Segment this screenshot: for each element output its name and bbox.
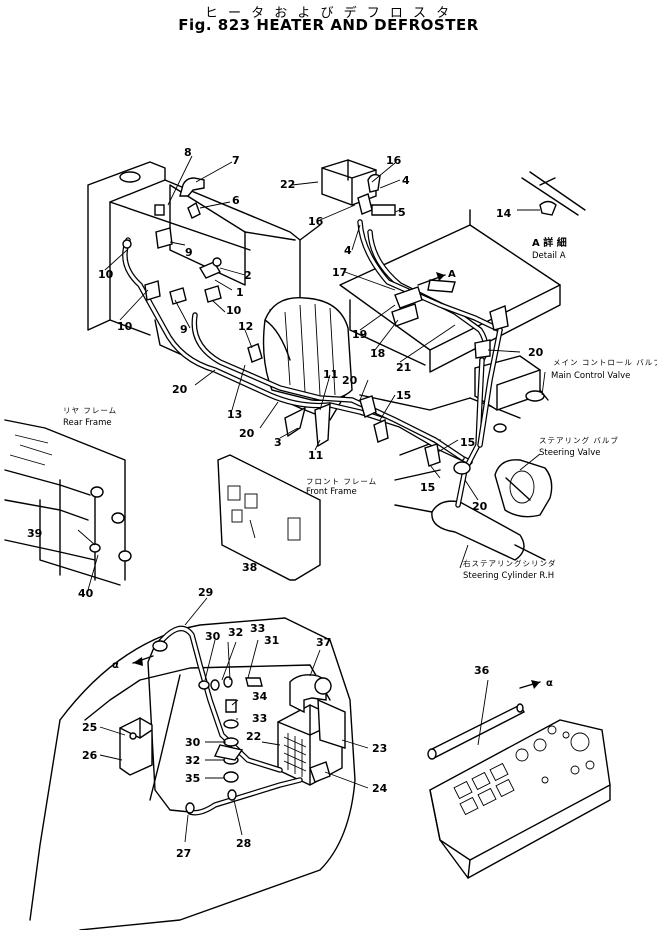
callout-21: 21 [396, 361, 411, 374]
steering-cylinder [394, 439, 546, 561]
front-frame-jp: フロント フレーム [306, 477, 377, 486]
callout-39: 39 [27, 527, 42, 540]
main-control-valve-jp: メイン コントロール バルブ [553, 357, 657, 367]
callout-14: 14 [496, 207, 512, 220]
callout-32a: 32 [228, 626, 243, 639]
callout-25: 25 [82, 721, 97, 734]
callout-34: 34 [252, 690, 268, 703]
callout-38: 38 [242, 561, 257, 574]
heater-unit-upper [321, 159, 377, 206]
steering-cylinder-jp: 右ステアリングシリンダ [463, 558, 557, 568]
callout-13: 13 [227, 408, 242, 421]
callout-15a: 15 [396, 389, 411, 402]
callout-33a: 33 [250, 622, 265, 635]
rear-frame-label: Rear Frame [63, 418, 112, 428]
leader-lines-upper [77, 155, 546, 591]
detail-a-jp: A 詳 細 [532, 236, 567, 249]
rear-frame [4, 419, 132, 586]
leader-lines-lower-left [99, 597, 369, 843]
callout-15c: 15 [420, 481, 435, 494]
steering-valve-label: Steering Valve [539, 448, 601, 458]
detail-a-label: Detail A [532, 251, 566, 261]
callout-16a: 16 [386, 154, 402, 167]
callout-1: 1 [236, 286, 244, 299]
callout-6: 6 [232, 194, 240, 207]
callout-11a: 11 [323, 368, 338, 381]
callout-11b: 11 [308, 449, 323, 462]
callout-20d: 20 [472, 500, 488, 513]
defroster-duct [427, 703, 525, 760]
alpha-arrow-right [477, 679, 541, 746]
callout-29: 29 [198, 586, 213, 599]
callout-37: 37 [316, 636, 331, 649]
callout-15b: 15 [460, 436, 475, 449]
callout-40: 40 [78, 587, 94, 600]
callout-23: 23 [372, 742, 387, 755]
bracket-25-26 [119, 717, 153, 776]
callout-35: 35 [185, 772, 200, 785]
callout-30b: 30 [185, 736, 201, 749]
cab-floor-panel [29, 617, 356, 930]
figure-title: Fig. 823 HEATER AND DEFROSTER [178, 16, 479, 34]
main-control-valve-label: Main Control Valve [551, 371, 630, 381]
hood-panel-right [339, 209, 561, 373]
callout-12: 12 [238, 320, 253, 333]
callout-20b: 20 [239, 427, 255, 440]
fittings-upper [122, 173, 509, 475]
control-panel [429, 719, 611, 879]
steering-valve [494, 459, 553, 518]
callout-30a: 30 [205, 630, 221, 643]
heater-unit-lower [277, 674, 346, 786]
steering-cylinder-label: Steering Cylinder R.H [463, 571, 554, 581]
arrow-a-label: A [448, 269, 456, 280]
callout-17: 17 [332, 266, 347, 279]
callout-31: 31 [264, 634, 279, 647]
callout-20c: 20 [342, 374, 358, 387]
callout-9a: 9 [185, 246, 193, 259]
callout-10a: 10 [98, 268, 114, 281]
callout-28: 28 [236, 837, 251, 850]
callout-22b: 22 [246, 730, 261, 743]
callout-7: 7 [232, 154, 240, 167]
callout-32b: 32 [185, 754, 200, 767]
component-labels: A A 詳 細 Detail A メイン コントロール バルブ Main Con… [63, 236, 657, 689]
front-frame-plate [217, 454, 321, 581]
rear-frame-jp: リヤ フレーム [63, 406, 117, 415]
callout-27: 27 [176, 847, 191, 860]
steering-valve-jp: ステアリング バルブ [539, 435, 619, 445]
front-frame-label: Front Frame [306, 487, 357, 497]
callout-24: 24 [372, 782, 388, 795]
callout-3: 3 [274, 436, 282, 449]
callout-18: 18 [370, 347, 385, 360]
callout-5: 5 [398, 206, 406, 219]
title-japanese: ヒ ー タ お よ び デ フ ロ ス タ [204, 6, 453, 21]
callout-9b: 9 [180, 323, 188, 336]
callout-4b: 4 [344, 244, 352, 257]
callout-20e: 20 [528, 346, 544, 359]
callout-10b: 10 [117, 320, 133, 333]
alpha-arrow-left [132, 655, 154, 666]
callout-36: 36 [474, 664, 490, 677]
callout-10c: 10 [226, 304, 242, 317]
callout-20a: 20 [172, 383, 188, 396]
detail-a-clip [521, 171, 586, 216]
callout-22a: 22 [280, 178, 295, 191]
alpha-label-right: α [546, 678, 553, 689]
detail-a-arrow [417, 272, 446, 286]
callout-26: 26 [82, 749, 98, 762]
callout-19: 19 [352, 328, 367, 341]
callout-33b: 33 [252, 712, 267, 725]
callout-4a: 4 [402, 174, 410, 187]
callout-8: 8 [184, 146, 192, 159]
callout-numbers: 8 7 6 9 2 1 10 10 9 10 12 11 20 13 20 3 … [27, 146, 544, 860]
alpha-label-left: α [112, 660, 119, 671]
callout-2: 2 [244, 269, 252, 282]
cab-heater-hoses [147, 625, 303, 816]
cooling-fan-shroud [262, 296, 353, 401]
callout-16b: 16 [308, 215, 324, 228]
